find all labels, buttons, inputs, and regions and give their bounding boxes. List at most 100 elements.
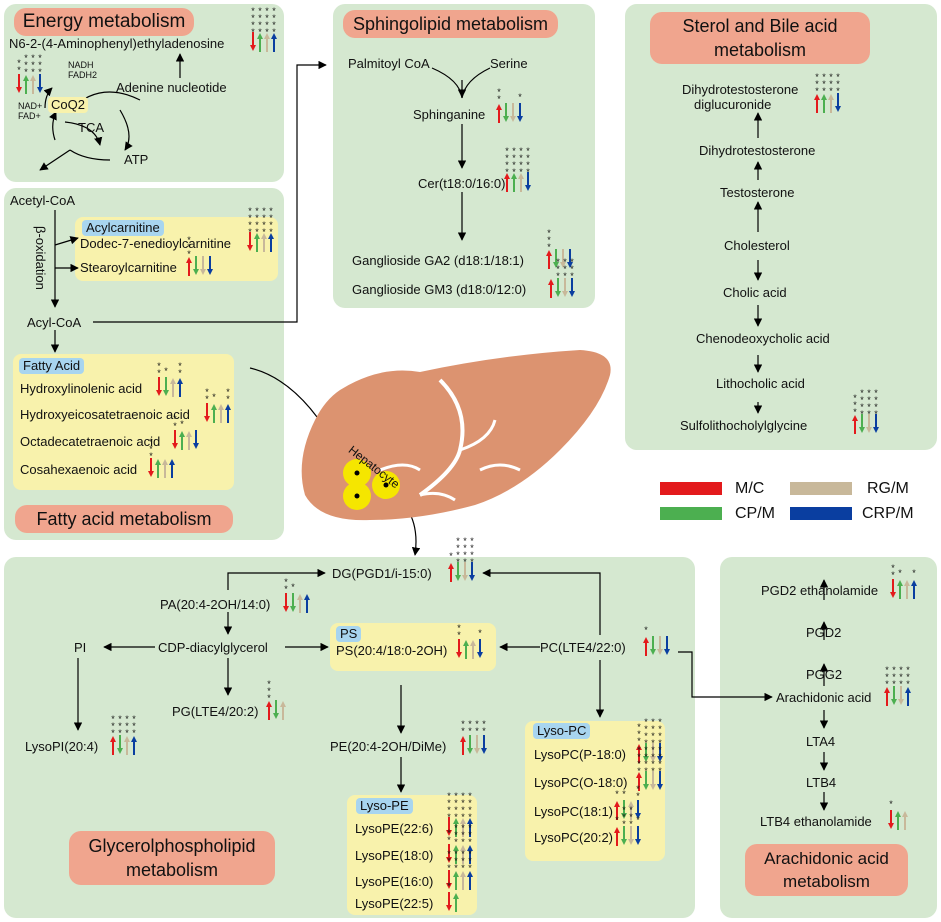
energy-title: Energy metabolism — [14, 8, 194, 36]
crpm-change-arrow — [193, 430, 199, 450]
crpm-change-arrow: *** — [131, 715, 137, 755]
lpe3-arrows: ************ — [446, 850, 474, 890]
pa-arrows: *** — [283, 578, 311, 613]
cpm-change-arrow: * — [179, 420, 185, 450]
significance-stars: *** — [132, 714, 136, 738]
crpm-change-arrow: * — [517, 93, 523, 123]
heic-label: Hydroxyeicosatetraenoic acid — [20, 407, 190, 422]
cpm-change-arrow — [193, 256, 199, 276]
significance-stars: **** — [269, 206, 273, 237]
significance-stars: *** — [815, 72, 819, 96]
cer-arrows: **************** — [504, 147, 532, 192]
palmitoyl-label: Palmitoyl CoA — [348, 56, 430, 71]
significance-stars: *** — [125, 714, 129, 738]
significance-stars: **** — [658, 745, 662, 776]
rgm-change-arrow: **** — [261, 207, 267, 252]
adenine-label: Adenine nucleotide — [116, 80, 227, 95]
crpm-change-arrow — [304, 593, 310, 613]
lpe1-label: LysoPE(22:6) — [355, 821, 434, 836]
mc-change-arrow: * — [446, 882, 452, 912]
lysopi-label: LysoPI(20:4) — [25, 739, 99, 754]
pe-arrows: ******** — [460, 720, 488, 755]
cpm-change-arrow: *** — [453, 824, 459, 864]
significance-stars: *** — [829, 72, 833, 96]
legend-cpm-label: CP/M — [735, 505, 775, 522]
rgm-change-arrow — [162, 458, 168, 478]
dhtg-label-line1: Dihydrotestosterone — [682, 82, 799, 97]
mc-change-arrow: *** — [110, 715, 116, 755]
lpc4-label: LysoPC(20:2) — [534, 830, 613, 845]
mc-change-arrow: **** — [636, 746, 642, 791]
rgm-change-arrow: **** — [518, 147, 524, 192]
significance-stars: * — [447, 881, 451, 891]
ps-arrows: *** — [456, 624, 484, 659]
significance-stars: **** — [644, 745, 648, 776]
rgm-change-arrow — [297, 593, 303, 613]
lpe2-arrows: *********** — [446, 824, 474, 864]
mc-change-arrow: * — [614, 790, 620, 820]
rgm-change-arrow: **** — [650, 746, 656, 791]
significance-stars: * — [636, 815, 640, 825]
significance-stars: * — [518, 92, 522, 102]
rgm-change-arrow: *** — [460, 850, 466, 890]
pgd2e-arrows: **** — [890, 564, 918, 599]
significance-stars: *** — [556, 257, 560, 281]
significance-stars: **** — [447, 791, 451, 822]
lysopc-tag: Lyso-PC — [533, 723, 591, 739]
crpm-change-arrow: **** — [657, 718, 663, 763]
cpm-change-arrow: *** — [891, 666, 897, 706]
significance-stars: *** — [454, 823, 458, 847]
cpm-change-arrow — [895, 810, 901, 830]
mc-change-arrow: *** — [446, 850, 452, 890]
ga2-arrows: *** — [546, 229, 574, 269]
significance-stars: *** — [454, 849, 458, 873]
lpc3-arrows: **** — [614, 785, 642, 820]
significance-stars: * — [212, 392, 216, 402]
mc-change-arrow: * — [888, 800, 894, 830]
cpm-change-arrow: *** — [23, 54, 29, 94]
legend-crpm-swatch — [790, 507, 852, 520]
significance-stars: *** — [468, 849, 472, 873]
mc-change-arrow: *** — [852, 394, 858, 434]
significance-stars: *** — [461, 823, 465, 847]
cpm-change-arrow: **** — [254, 207, 260, 252]
crpm-change-arrow: * — [477, 629, 483, 659]
lpe4-label: LysoPE(22:5) — [355, 896, 434, 911]
crpm-change-arrow: **** — [467, 792, 473, 837]
octa-arrows: *** — [172, 415, 200, 450]
rgm-change-arrow: **** — [650, 718, 656, 763]
aa-arrows: ************ — [884, 666, 912, 706]
cpm-change-arrow: *** — [555, 258, 561, 298]
serine-label: Serine — [490, 56, 528, 71]
sphinganine-label: Sphinganine — [413, 107, 486, 122]
significance-stars: *** — [111, 714, 115, 738]
significance-stars: *** — [118, 714, 122, 738]
significance-stars: ** — [173, 414, 177, 431]
significance-stars: *** — [38, 53, 42, 77]
cpm-change-arrow — [453, 892, 459, 912]
fatty-acid-tag: Fatty Acid — [19, 358, 85, 374]
rgm-change-arrow — [218, 403, 224, 423]
rgm-change-arrow — [280, 700, 286, 720]
significance-stars: **** — [468, 791, 472, 822]
crpm-change-arrow: *** — [835, 73, 841, 113]
sterol-title-line2: metabolism — [713, 40, 807, 60]
mc-change-arrow: **** — [446, 792, 452, 837]
rgm-change-arrow — [560, 249, 566, 269]
mc-change-arrow: ** — [204, 388, 210, 423]
crpm-change-arrow: * — [911, 569, 917, 599]
crpm-change-arrow: **** — [271, 7, 277, 52]
rgm-change-arrow — [470, 639, 476, 659]
significance-stars: **** — [526, 146, 530, 177]
legend-rgm-label: RG/M — [867, 480, 909, 497]
cpm-change-arrow: * — [290, 583, 296, 613]
cpm-change-arrow: **** — [455, 537, 461, 582]
lpc4-arrows: ******** — [614, 806, 642, 846]
ps-tag: PS — [336, 626, 362, 642]
lpc1-label: LysoPC(P-18:0) — [534, 747, 626, 762]
coq2-arrows: *********** — [16, 54, 44, 94]
cpm-change-arrow: **** — [511, 147, 517, 192]
cpm-change-arrow: *** — [117, 715, 123, 755]
crpm-change-arrow: * — [635, 816, 641, 846]
